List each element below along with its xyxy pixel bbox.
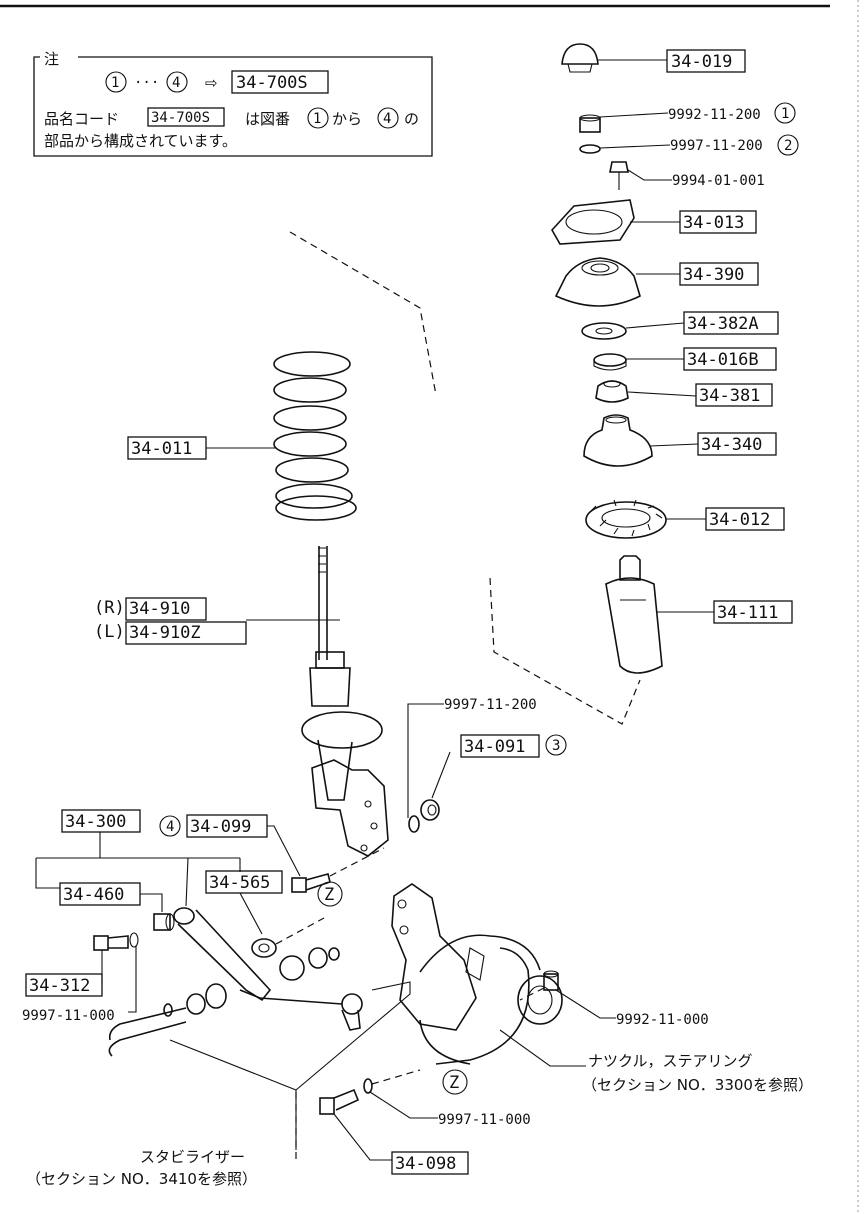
bushing-460-part [153, 913, 175, 931]
label-34-565: 34-565 [209, 873, 270, 893]
note-range-start: 1 [111, 75, 119, 91]
label-34-312: 34-312 [29, 976, 90, 996]
note-line2-kara: から [332, 110, 362, 128]
note-box: 注 1 ··· 4 ⇨ 34-700S 品名コード 34-700S は図番 1 … [33, 50, 433, 157]
knuckle-section: （セクション NO．3300を参照） [582, 1076, 813, 1094]
lock-nut-part [609, 161, 629, 190]
note-arrow-icon: ⇨ [205, 74, 218, 92]
label-34-011: 34-011 [131, 439, 192, 459]
note-line2-no: の [404, 110, 419, 128]
stabilizer-section: （セクション NO．3410を参照） [26, 1170, 257, 1188]
note-range-end: 4 [172, 75, 180, 91]
stabilizer-bushings-part [163, 947, 340, 1017]
z-mark-upper: Z [324, 885, 334, 905]
ref-34-091: 3 [552, 738, 560, 754]
ref-9997-11-200-top: 2 [784, 138, 792, 154]
bolt-099-part [291, 873, 331, 893]
steering-knuckle-part [391, 883, 563, 1065]
lower-arm-part [173, 907, 363, 1031]
ref-34-099: 4 [166, 819, 174, 835]
mid-washer-part [408, 815, 420, 833]
washer-part [579, 144, 601, 154]
washer-bottom-part [363, 1078, 373, 1094]
label-9992-11-000: 9992-11-000 [616, 1012, 709, 1028]
note-line2-prefix: 品名コード [44, 110, 119, 128]
label-34-340: 34-340 [701, 435, 762, 455]
label-34-013: 34-013 [683, 213, 744, 233]
nut-9992-11-000-part [543, 970, 559, 991]
label-34-016b: 34-016B [687, 350, 759, 370]
note-line2-mid: は図番 [245, 110, 290, 128]
cap-part [561, 43, 599, 73]
nut-part [579, 114, 601, 133]
bolt-312-part [93, 935, 129, 951]
note-line2-to: 4 [383, 111, 391, 127]
coil-spring-part [273, 351, 357, 521]
label-34-910: 34-910 [129, 599, 190, 619]
label-9997-11-200-top: 9997-11-200 [670, 138, 763, 154]
washer-312-part [129, 932, 139, 948]
label-9997-11-000-bottom: 9997-11-000 [438, 1112, 531, 1128]
label-9994-01-001: 9994-01-001 [672, 173, 765, 189]
bushing-091-part [420, 799, 440, 821]
label-34-910z: 34-910Z [129, 623, 201, 643]
label-34-381: 34-381 [699, 386, 760, 406]
label-34-098: 34-098 [395, 1154, 456, 1174]
bump-seat-part [583, 414, 653, 467]
bolt-098-part [319, 1088, 360, 1115]
label-34-390: 34-390 [683, 265, 744, 285]
shock-absorber-part [301, 546, 389, 857]
label-9992-11-200: 9992-11-200 [668, 107, 761, 123]
label-34-091: 34-091 [464, 737, 525, 757]
label-9997-11-000-left: 9997-11-000 [22, 1008, 115, 1024]
stabilizer-name: スタビライザー [140, 1148, 245, 1166]
note-range-dots: ··· [134, 75, 159, 91]
note-assembly-code: 34-700S [236, 73, 308, 93]
label-34-382a: 34-382A [687, 314, 759, 334]
spring-seat-part [595, 380, 629, 403]
label-34-099: 34-099 [190, 817, 251, 837]
upper-mount-part [554, 257, 641, 307]
note-line2-from: 1 [313, 111, 321, 127]
note-line2-code: 34-700S [151, 110, 210, 126]
mount-plate-part [551, 199, 635, 245]
rubber-seat-part [585, 499, 667, 539]
label-34-019: 34-019 [671, 52, 732, 72]
knuckle-name: ナツクル，ステアリング [588, 1052, 753, 1070]
label-9997-11-200-mid: 9997-11-200 [444, 697, 537, 713]
note-line3: 部品から構成されています。 [44, 132, 237, 150]
label-34-460: 34-460 [63, 885, 124, 905]
label-34-111: 34-111 [717, 603, 778, 623]
thrust-washer-part [581, 322, 627, 340]
bushing-565-part [251, 938, 277, 958]
label-34-012: 34-012 [709, 510, 770, 530]
bump-stopper-part [605, 555, 663, 674]
z-mark-lower: Z [449, 1073, 459, 1093]
side-r: (R) [94, 598, 125, 618]
ref-9992-11-200: 1 [781, 106, 789, 122]
stabilizer-bar-part [108, 1007, 187, 1057]
side-l: (L) [94, 622, 125, 642]
bearing-part [593, 353, 627, 371]
label-34-300: 34-300 [65, 812, 126, 832]
note-title: 注 [44, 50, 59, 68]
